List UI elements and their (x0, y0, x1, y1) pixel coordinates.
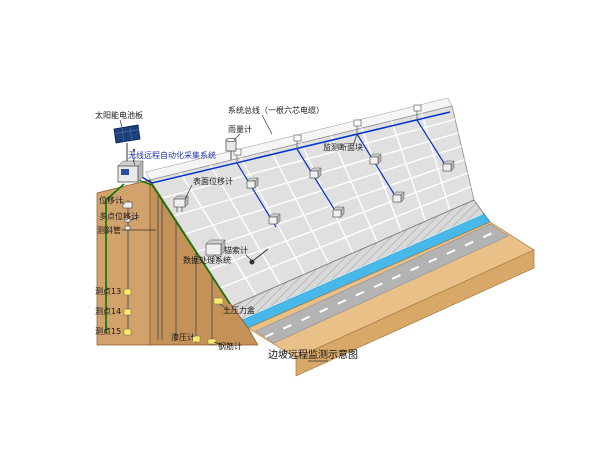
earth-pressure-cell-icon (213, 297, 224, 305)
label-system-bus: 系统总线（一根六芯电缆） (228, 105, 324, 115)
green-borehole-cable (105, 183, 125, 333)
sensor-node-icon (392, 191, 405, 203)
monitoring-posts (233, 104, 422, 163)
label-seepage-meter: 渗压计 (171, 332, 195, 342)
label-earth-pressure-cell: 土压力盒 (223, 305, 255, 315)
branch-cable (296, 148, 340, 218)
sensor-node-icon (332, 206, 345, 218)
label-anchor-cable-meter: 锚索计 (224, 245, 248, 255)
system-bus-cable (139, 111, 451, 184)
cable-network (105, 111, 451, 333)
buried-sensors (122, 201, 269, 345)
label-inclinometer-tube: 测斜管 (97, 225, 121, 235)
road (255, 223, 509, 344)
monitoring-post-icon (233, 148, 242, 156)
label-wireless-system: 无线远程自动化采集系统 (128, 150, 216, 160)
anchor-cable-icon (253, 248, 269, 261)
branch-cable (416, 119, 450, 172)
label-monitoring-section: 监测断面块 (323, 142, 363, 152)
ground-block (247, 221, 535, 377)
label-displacement-meter: 位移计 (99, 195, 123, 205)
sensor-node-icon (442, 160, 455, 172)
measure-point-14-icon (123, 308, 132, 316)
label-solar-panel: 太阳能电池板 (95, 110, 143, 120)
measure-point-13-icon (123, 288, 132, 296)
sensor-node-icon (369, 153, 382, 165)
displacement-meter-icon (122, 201, 133, 209)
solar-panel-icon (113, 124, 141, 161)
label-surface-displacement: 表面位移计 (193, 176, 233, 186)
multipoint-anchor-icon (124, 225, 131, 231)
label-multipoint-displacement: 多点位移计 (99, 211, 139, 221)
labels: 太阳能电池板 无线远程自动化采集系统 系统总线（一根六芯电缆） 雨量计 监测断面… (95, 105, 363, 351)
sensor-node-icon (309, 167, 322, 179)
surface-displacement-icon (173, 195, 189, 212)
sensor-nodes (246, 153, 455, 225)
seepage-meter-icon (191, 335, 201, 343)
measure-point-15-icon (123, 328, 132, 336)
soil-block (96, 178, 259, 346)
station-screen (121, 169, 129, 175)
sensor-node-icon (246, 177, 259, 189)
multipoint-anchor-icon (124, 217, 131, 223)
label-point-14: 测点14 (95, 307, 121, 316)
rebar-meter-icon (207, 338, 217, 345)
diagram-caption: 边坡远程监测示意图 (268, 348, 358, 361)
data-processing-box-icon (205, 239, 226, 256)
label-leaders (119, 114, 358, 346)
station-box-icon (117, 148, 144, 183)
monitoring-post-icon (353, 119, 362, 127)
label-data-processing: 数据处理系统 (183, 255, 231, 265)
monitoring-post-icon (293, 134, 302, 142)
sensor-node-icon (268, 213, 281, 225)
label-rebar-meter: 钢筋计 (218, 341, 242, 351)
monitoring-post-icon (413, 104, 422, 112)
branch-cable (356, 133, 400, 203)
green-cable (137, 179, 231, 305)
label-rain-gauge: 雨量计 (228, 124, 252, 134)
label-point-13: 测点13 (95, 287, 121, 296)
label-point-15: 测点15 (95, 327, 121, 336)
rain-gauge-icon (225, 137, 237, 160)
road-center-dashes (264, 229, 500, 338)
anchor-head-icon (249, 259, 255, 265)
